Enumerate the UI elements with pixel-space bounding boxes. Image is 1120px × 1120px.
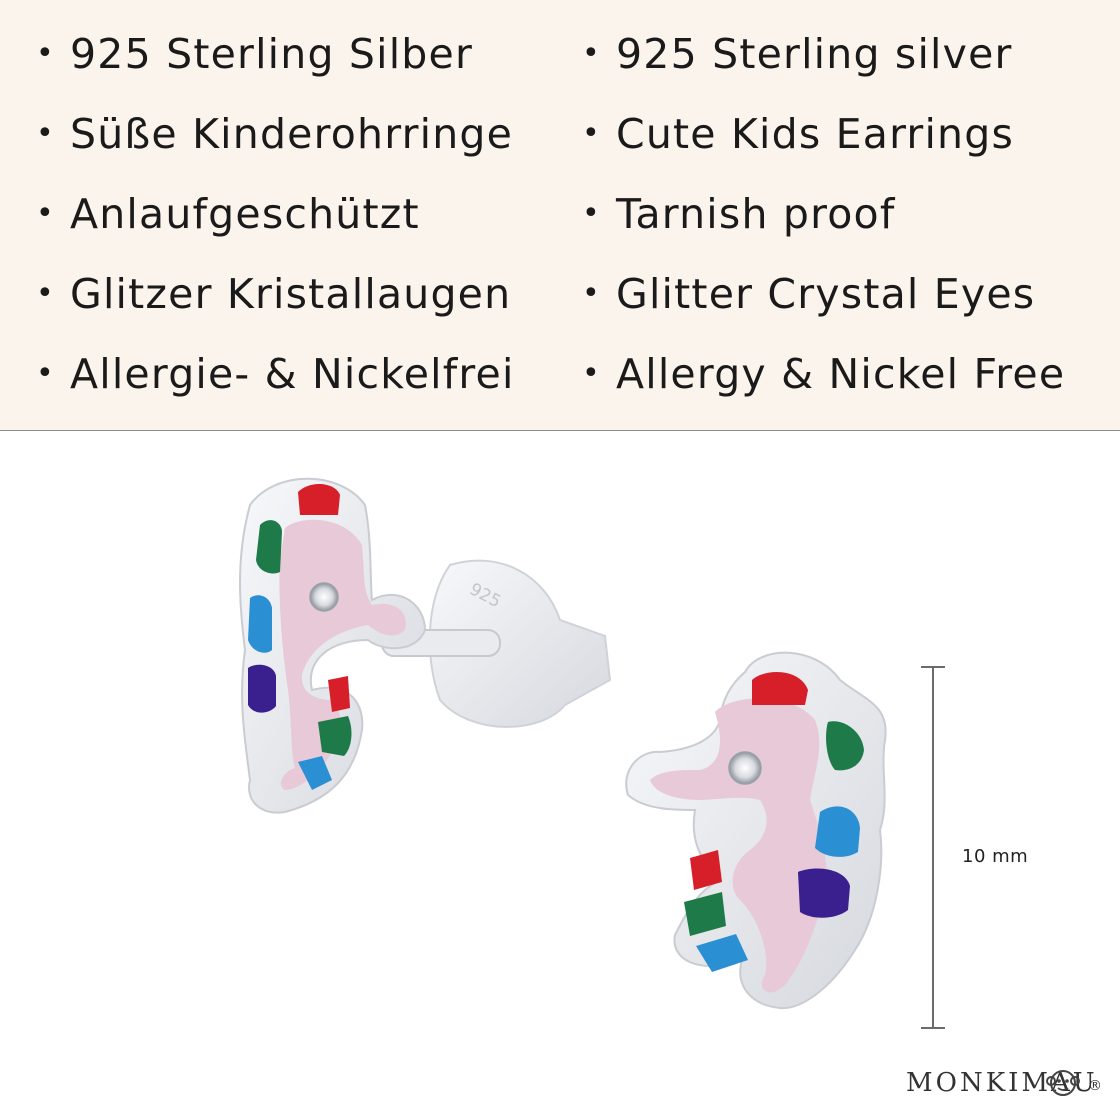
enamel-red-small xyxy=(328,676,350,712)
registered-mark: ® xyxy=(1088,1078,1102,1094)
feature-item: • Glitzer Kristallaugen xyxy=(36,264,515,344)
crystal-eye-icon xyxy=(728,751,762,785)
enamel-blue xyxy=(248,595,272,653)
earring-back: 925 xyxy=(381,559,612,728)
enamel-green-small xyxy=(318,716,352,756)
pink-enamel xyxy=(279,519,406,790)
measurement-scale xyxy=(921,666,945,1029)
feature-text: Allergy & Nickel Free xyxy=(616,350,1066,398)
feature-text: 925 Sterling Silber xyxy=(70,30,474,78)
bullet-icon: • xyxy=(582,196,601,231)
crystal-eye-icon xyxy=(309,582,339,612)
seahorse-earring-left xyxy=(239,477,427,814)
bullet-icon: • xyxy=(582,36,601,71)
earrings-illustration: 925 xyxy=(239,477,945,1029)
feature-panel: • 925 Sterling Silber • Süße Kinderohrring… xyxy=(0,0,1120,431)
monkey-face-icon xyxy=(1046,1070,1080,1096)
feature-list-german: • 925 Sterling Silber • Süße Kinderohrring… xyxy=(36,24,515,424)
pink-enamel xyxy=(650,698,827,993)
bullet-icon: • xyxy=(582,276,601,311)
enamel-blue xyxy=(815,806,860,857)
feature-item: • Glitter Crystal Eyes xyxy=(582,264,1065,344)
measurement-label: 10 mm xyxy=(962,846,1029,867)
feature-item: • Süße Kinderohrringe xyxy=(36,104,515,184)
enamel-red xyxy=(298,484,340,515)
feature-text: Glitter Crystal Eyes xyxy=(616,270,1036,318)
bullet-icon: • xyxy=(582,356,601,391)
enamel-blue-small xyxy=(298,756,332,790)
enamel-green xyxy=(826,721,864,771)
bullet-icon: • xyxy=(36,276,55,311)
seahorse-earring-right xyxy=(625,651,887,1010)
feature-item: • 925 Sterling Silber xyxy=(36,24,515,104)
enamel-red xyxy=(752,671,808,705)
bullet-icon: • xyxy=(36,116,55,151)
enamel-green xyxy=(256,520,282,574)
enamel-red-small xyxy=(690,850,722,890)
feature-item: • Cute Kids Earrings xyxy=(582,104,1065,184)
bullet-icon: • xyxy=(36,36,55,71)
enamel-purple xyxy=(248,664,276,713)
feature-text: Glitzer Kristallaugen xyxy=(70,270,512,318)
feature-text: 925 Sterling silver xyxy=(616,30,1013,78)
feature-item: • Tarnish proof xyxy=(582,184,1065,264)
product-photo: 925 xyxy=(0,432,1120,1120)
enamel-purple xyxy=(798,868,850,918)
brand-name: MONKIMAU xyxy=(906,1068,1098,1098)
feature-list-english: • 925 Sterling silver • Cute Kids Earrings… xyxy=(582,24,1065,424)
feature-item: • Allergie- & Nickelfrei xyxy=(36,344,515,424)
feature-text: Allergie- & Nickelfrei xyxy=(70,350,515,398)
feature-text: Cute Kids Earrings xyxy=(616,110,1015,158)
feature-text: Süße Kinderohrringe xyxy=(70,110,514,158)
feature-text: Anlaufgeschützt xyxy=(70,190,420,238)
enamel-blue-small xyxy=(696,934,748,972)
bullet-icon: • xyxy=(36,196,55,231)
bullet-icon: • xyxy=(582,116,601,151)
bullet-icon: • xyxy=(36,356,55,391)
feature-item: • Allergy & Nickel Free xyxy=(582,344,1065,424)
feature-text: Tarnish proof xyxy=(616,190,896,238)
enamel-green-small xyxy=(684,892,726,936)
feature-item: • Anlaufgeschützt xyxy=(36,184,515,264)
feature-item: • 925 Sterling silver xyxy=(582,24,1065,104)
